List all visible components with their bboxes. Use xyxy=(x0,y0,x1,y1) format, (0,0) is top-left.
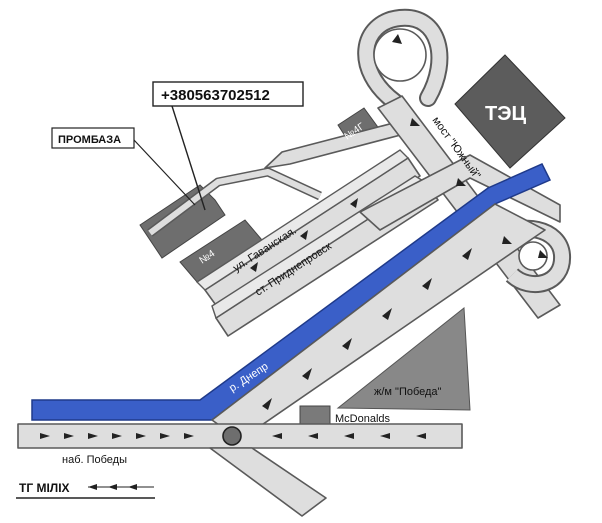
bridge-loop-top-fill xyxy=(359,10,447,109)
road-arrows xyxy=(250,34,548,272)
direction-arrow-icon xyxy=(88,484,97,490)
embankment-label: наб. Победы xyxy=(62,454,127,466)
promobaza-access-road-fill xyxy=(148,169,322,236)
bridge-loop-hole xyxy=(373,28,427,82)
bridge-ramp-east xyxy=(359,154,561,231)
market-label: ж/м "Победа" xyxy=(374,386,442,398)
phone-label-box: +380563702512 xyxy=(152,81,304,107)
promobaza-label-box: ПРОМБАЗА xyxy=(51,127,135,149)
mcdonalds-building xyxy=(299,405,331,425)
tets-block xyxy=(454,54,566,169)
promobaza-block xyxy=(139,184,226,259)
embankment-arrows xyxy=(40,433,426,439)
market-block xyxy=(336,307,471,411)
river-dnepr xyxy=(31,163,552,421)
tg-milikh-label: ТГ МІЛІХ xyxy=(19,481,70,495)
rail-line-1 xyxy=(195,149,410,291)
promobaza-label: ПРОМБАЗА xyxy=(58,134,121,146)
road-south xyxy=(209,447,327,517)
direction-arrow-icon xyxy=(128,484,137,490)
phone-pointer xyxy=(171,105,206,211)
legend-tg-milikh: ТГ МІЛІХ xyxy=(16,481,155,499)
roundabout-circle-icon xyxy=(222,426,242,446)
riverside-arrows xyxy=(262,248,472,410)
mcdonalds-label: McDonalds xyxy=(335,413,391,425)
direction-arrow-icon xyxy=(108,484,117,490)
phone-label: +380563702512 xyxy=(161,87,270,104)
bridge-loop-bottom-hole xyxy=(518,241,548,271)
tets-label: ТЭЦ xyxy=(485,103,526,125)
promobaza-pointer xyxy=(133,139,196,206)
